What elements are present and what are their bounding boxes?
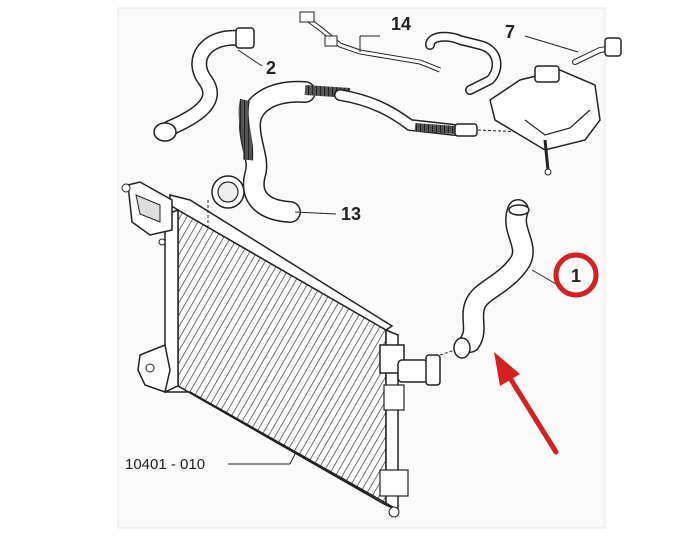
- red-arrow: [494, 352, 559, 455]
- label-part-14: 14: [391, 14, 411, 34]
- label-part-7: 7: [505, 22, 515, 42]
- hose-part-13: [207, 80, 523, 228]
- hose-part-14: [299, 11, 502, 95]
- expansion-tank: [489, 35, 622, 176]
- hose-part-2: [153, 27, 263, 142]
- label-part-13: 13: [341, 204, 361, 224]
- diagram-code: 10401 - 010: [125, 456, 205, 473]
- hose-part-1: [439, 199, 557, 359]
- label-part-2: 2: [266, 58, 276, 78]
- radiator: [121, 181, 441, 518]
- highlight-circle: [553, 252, 599, 298]
- label-part-1: 1: [571, 266, 581, 286]
